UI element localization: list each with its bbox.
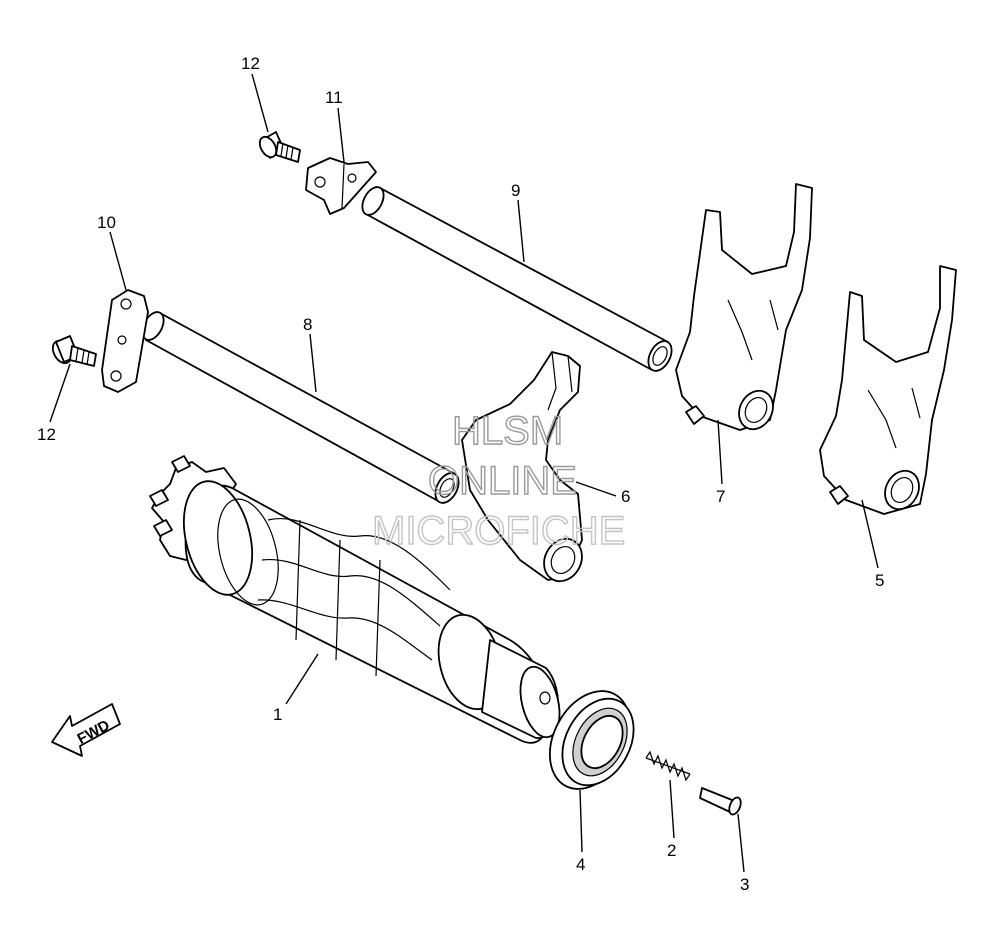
shift-rod-upper: [361, 186, 673, 372]
callout-8: 8: [303, 315, 312, 334]
callout-12-upper: 12: [241, 54, 260, 73]
watermark-line-1: HLSM: [452, 409, 563, 453]
shift-fork-large-rear: [819, 265, 957, 515]
callout-3: 3: [740, 875, 749, 894]
shift-fork-small: [461, 351, 583, 583]
callout-1: 1: [273, 705, 282, 724]
bolt-lower: [51, 335, 97, 367]
shift-drum: [149, 455, 561, 744]
fwd-arrow: FWD: [51, 703, 121, 757]
pin: [699, 787, 742, 816]
plate-upper: [305, 157, 377, 215]
callout-10: 10: [97, 213, 116, 232]
callout-11: 11: [325, 88, 343, 107]
leader-lines: [49, 73, 879, 873]
callout-9: 9: [511, 181, 520, 200]
callout-5: 5: [875, 571, 884, 590]
callout-7: 7: [716, 487, 725, 506]
plate-lower: [101, 289, 149, 393]
spring: [645, 750, 691, 782]
callout-12-lower: 12: [37, 425, 56, 444]
callout-4: 4: [576, 855, 585, 874]
callout-numbers: 12 11 9 10 8 12 6 7 5 1 4 2 3: [37, 54, 884, 894]
bearing: [549, 690, 635, 790]
callout-2: 2: [667, 841, 676, 860]
watermark-line-2: ONLINE: [428, 459, 577, 503]
watermark: HLSM ONLINE MICROFICHE: [371, 408, 626, 553]
shift-fork-large-front: [675, 183, 813, 431]
watermark-line-3: MICROFICHE: [372, 509, 625, 553]
bolt-upper: [258, 131, 301, 163]
callout-6: 6: [621, 487, 630, 506]
